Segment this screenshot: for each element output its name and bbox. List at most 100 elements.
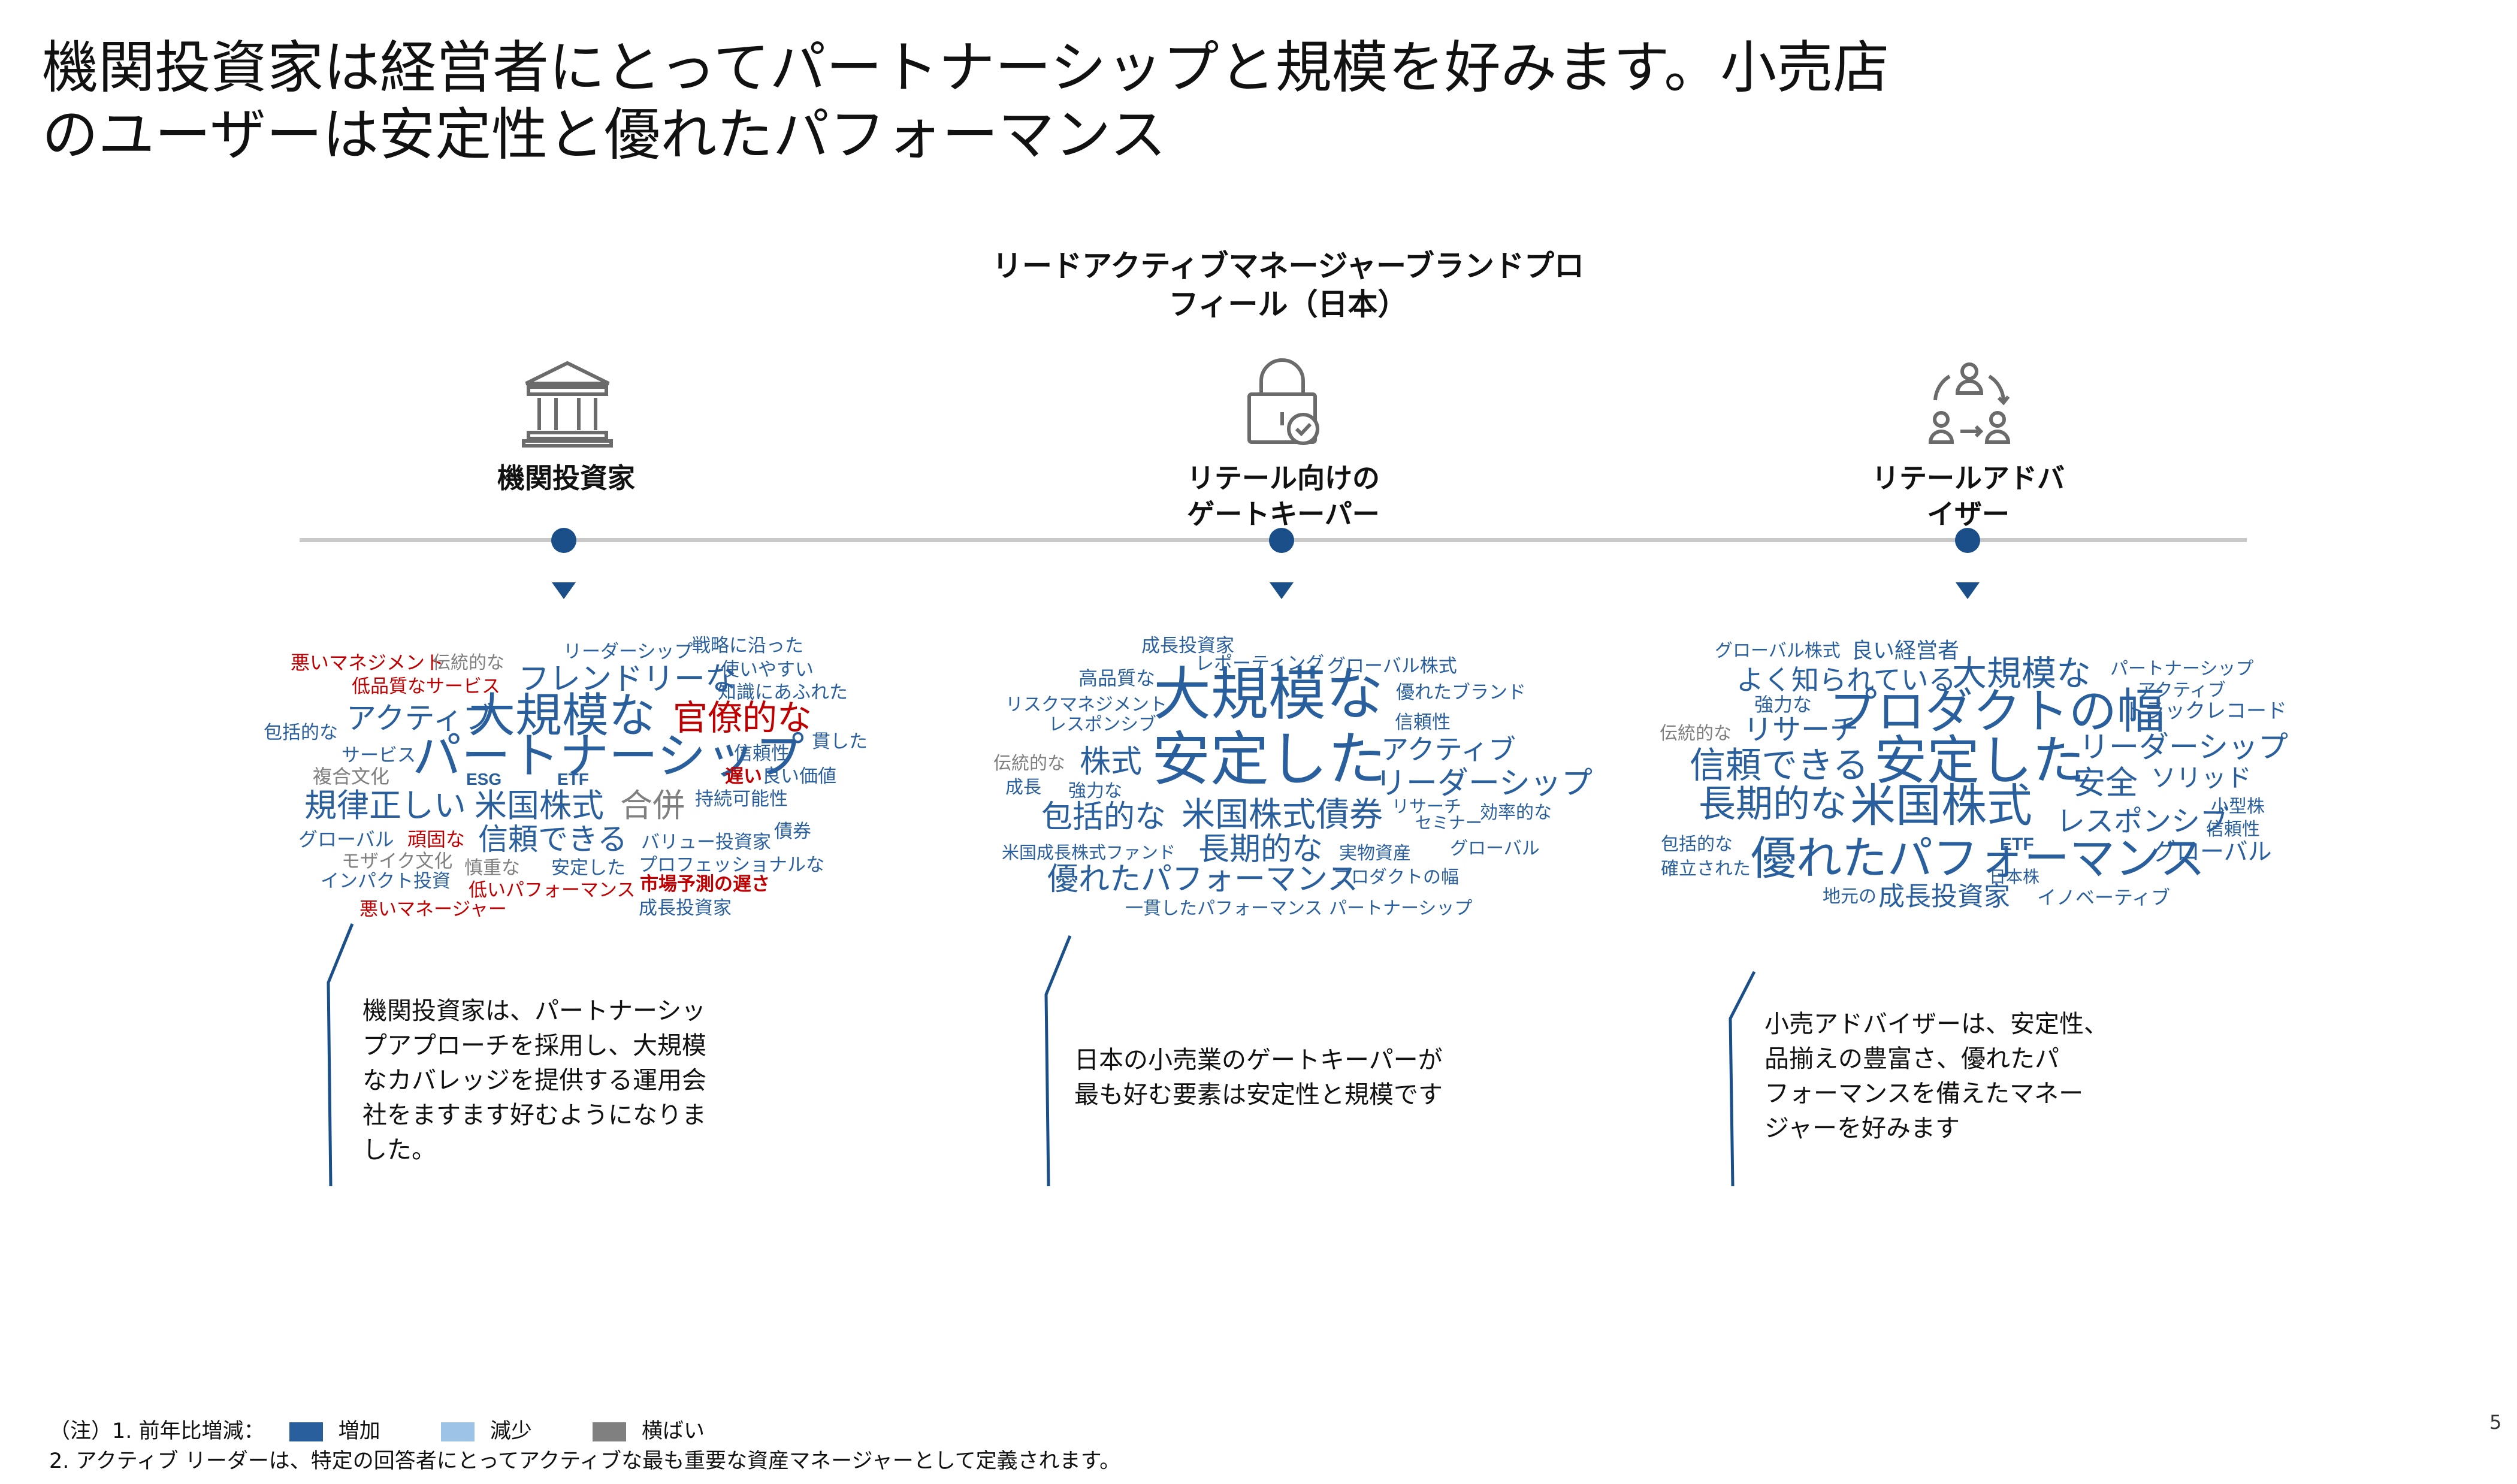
word-cloud-term: 成長投資家: [1878, 882, 2010, 911]
down-arrow-icon: [1956, 582, 1980, 599]
word-cloud-term: 規律正しい: [304, 788, 466, 824]
callout-line: フォーマンスを備えたマネー: [1764, 1079, 2084, 1108]
word-cloud-term: 強力な: [1754, 694, 1812, 715]
word-cloud-term: レスポンシブ: [1049, 715, 1156, 735]
word-cloud-term: 貫した: [812, 731, 868, 752]
bank-icon: [521, 358, 614, 451]
word-cloud-term: 安定した: [1152, 726, 1387, 792]
bracket-line-icon: [1044, 935, 1072, 1186]
word-cloud-term: 長期的な: [1198, 832, 1324, 867]
word-cloud-term: 強力な: [1068, 781, 1122, 801]
word-cloud-term: グローバル株式: [1715, 641, 1841, 661]
word-cloud-term: 成長投資家: [1141, 635, 1234, 656]
word-cloud-term: グローバル: [1450, 839, 1540, 859]
word-cloud-term: 信頼できる: [478, 823, 627, 856]
word-cloud-term: イノベーティブ: [2037, 887, 2171, 908]
word-cloud-term: 優れたブランド: [1396, 682, 1526, 703]
word-cloud-term: 知識にあふれた: [718, 682, 848, 703]
bracket-line-icon: [1729, 971, 1756, 1186]
bracket-line-icon: [327, 923, 354, 1186]
timeline-marker-institutional: [551, 528, 576, 553]
word-cloud-term: よく知られている: [1736, 664, 1956, 696]
column-label-line-1: リテール向けの: [1187, 462, 1380, 494]
word-cloud-term: 低品質なサービス: [352, 676, 500, 697]
legend-swatch-increase: [289, 1422, 323, 1441]
word-cloud-term: 長期的な: [1699, 784, 1848, 825]
callout-advisor: 小売アドバイザーは、安定性、 品揃えの豊富さ、優れたパ フォーマンスを備えたマネ…: [1726, 971, 2205, 1186]
word-cloud-advisor: グローバル株式 良い経営者 大規模な パートナーシップ よく知られている アクテ…: [1660, 629, 2289, 929]
title-line-1: 機関投資家は経営者にとってパートナーシップと規模を好みます。小売店: [42, 35, 1890, 101]
down-arrow-icon: [1270, 582, 1294, 599]
word-cloud-term: 包括的な: [264, 722, 338, 743]
section-subtitle: リードアクティブマネージャーブランドプロ フィール（日本）: [899, 247, 1678, 324]
word-cloud-term: 伝統的な: [1660, 724, 1732, 743]
word-cloud-term: 複合文化: [313, 766, 390, 787]
word-cloud-term: 信頼性: [734, 743, 790, 764]
footnote-definition: 2. アクティブ リーダーは、特定の回答者にとってアクティブな最も重要な資産マネ…: [49, 1449, 1121, 1473]
title-line-2: のユーザーは安定性と優れたパフォーマンス: [42, 102, 1167, 168]
column-label-line-1: リテールアドバ: [1872, 462, 2065, 494]
page-title: 機関投資家は経営者にとってパートナーシップと規模を好みます。小売店 のユーザーは…: [42, 35, 2379, 169]
footnote-prefix: （注）1. 前年比増減：: [49, 1419, 265, 1443]
word-cloud-term: 信頼できる: [1690, 745, 1869, 785]
word-cloud-term: 小型株: [2211, 797, 2265, 817]
word-cloud-term: 成長: [1005, 778, 1041, 797]
word-cloud-term: 米国株式: [1850, 781, 2032, 832]
word-cloud-term: 戦略に沿った: [692, 635, 803, 656]
word-cloud-term: レスポンシブ: [2056, 806, 2229, 838]
word-cloud-term: グローバル: [2152, 839, 2272, 865]
word-cloud-term: 伝統的な: [993, 754, 1065, 773]
word-cloud-term: ETF: [557, 770, 589, 788]
callout-institutional: 機関投資家は、パートナーシッ プアプローチを採用し、大規模 なカバレッジを提供す…: [324, 923, 803, 1186]
timeline-marker-advisor: [1955, 528, 1980, 553]
word-cloud-term: モザイク文化: [342, 851, 453, 872]
word-cloud-term: 市場予測の遅さ: [640, 874, 770, 894]
callout-line: した。: [362, 1135, 436, 1164]
legend-label-decrease: 減少: [489, 1419, 532, 1443]
word-cloud-term: 使いやすい: [721, 659, 814, 680]
word-cloud-term: 地元の: [1823, 887, 1877, 906]
column-label-line-2: ゲートキーパー: [1187, 498, 1380, 530]
word-cloud-term: ESG: [466, 770, 502, 788]
page-number: 5: [2489, 1411, 2502, 1434]
word-cloud-term: 安定した: [1874, 731, 2086, 790]
word-cloud-term: プロダクトの幅: [1829, 685, 2165, 738]
legend-swatch-decrease: [440, 1422, 475, 1441]
word-cloud-term: パートナーシップ: [2110, 659, 2254, 679]
lock-check-icon: [1243, 358, 1327, 451]
subtitle-line-2: フィール（日本）: [1168, 287, 1408, 322]
callout-line: 日本の小売業のゲートキーパーが: [1074, 1045, 1443, 1074]
word-cloud-term: プロフェッショナルな: [639, 854, 824, 875]
callout-line: プアプローチを採用し、大規模: [362, 1031, 706, 1060]
word-cloud-term: トラックレコード: [2124, 700, 2287, 723]
advisor-cycle-icon: [1924, 358, 2014, 451]
column-label-line-1: 機関投資家: [497, 462, 635, 494]
word-cloud-term: リーダーシップ: [2079, 730, 2288, 764]
word-cloud-term: 良い経営者: [1851, 638, 1960, 663]
legend-label-increase: 増加: [338, 1419, 380, 1443]
legend-label-flat: 横ばい: [641, 1419, 705, 1443]
footnote-legend: （注）1. 前年比増減： 増加 減少 横ばい: [49, 1414, 705, 1444]
word-cloud-term: 良い価値: [762, 766, 836, 787]
word-cloud-term: セミナー: [1415, 814, 1483, 832]
callout-line: 品揃えの豊富さ、優れたパ: [1764, 1044, 2059, 1073]
callout-line: なカバレッジを提供する運用会: [362, 1066, 706, 1095]
callout-line: 機関投資家は、パートナーシッ: [362, 996, 706, 1025]
word-cloud-term: 日本株: [1989, 868, 2040, 886]
column-label-institutional: 機関投資家: [386, 460, 746, 496]
word-cloud-term: アクティブ: [346, 702, 493, 735]
word-cloud-term: 頑固な: [407, 829, 466, 850]
word-cloud-term: 米国成長株式ファンド: [1002, 844, 1176, 863]
word-cloud-term: 合併: [620, 788, 685, 824]
word-cloud-term: リーダーシップ: [1375, 766, 1593, 801]
word-cloud-term: フレンドリーな: [518, 662, 737, 697]
word-cloud-term: 遅い: [725, 766, 762, 787]
word-cloud-term: リサーチ: [1744, 714, 1859, 746]
subtitle-line-1: リードアクティブマネージャーブランドプロ: [992, 249, 1584, 283]
word-cloud-term: リスクマネジメント: [1005, 695, 1167, 715]
word-cloud-term: 大規模な: [1952, 654, 2092, 693]
callout-line: 社をますます好むようになりま: [362, 1101, 706, 1129]
word-cloud-term: 優れたパフォーマンス: [1751, 833, 2205, 884]
word-cloud-term: 低いパフォーマンス: [469, 879, 636, 900]
word-cloud-term: プロダクトの幅: [1333, 868, 1459, 887]
